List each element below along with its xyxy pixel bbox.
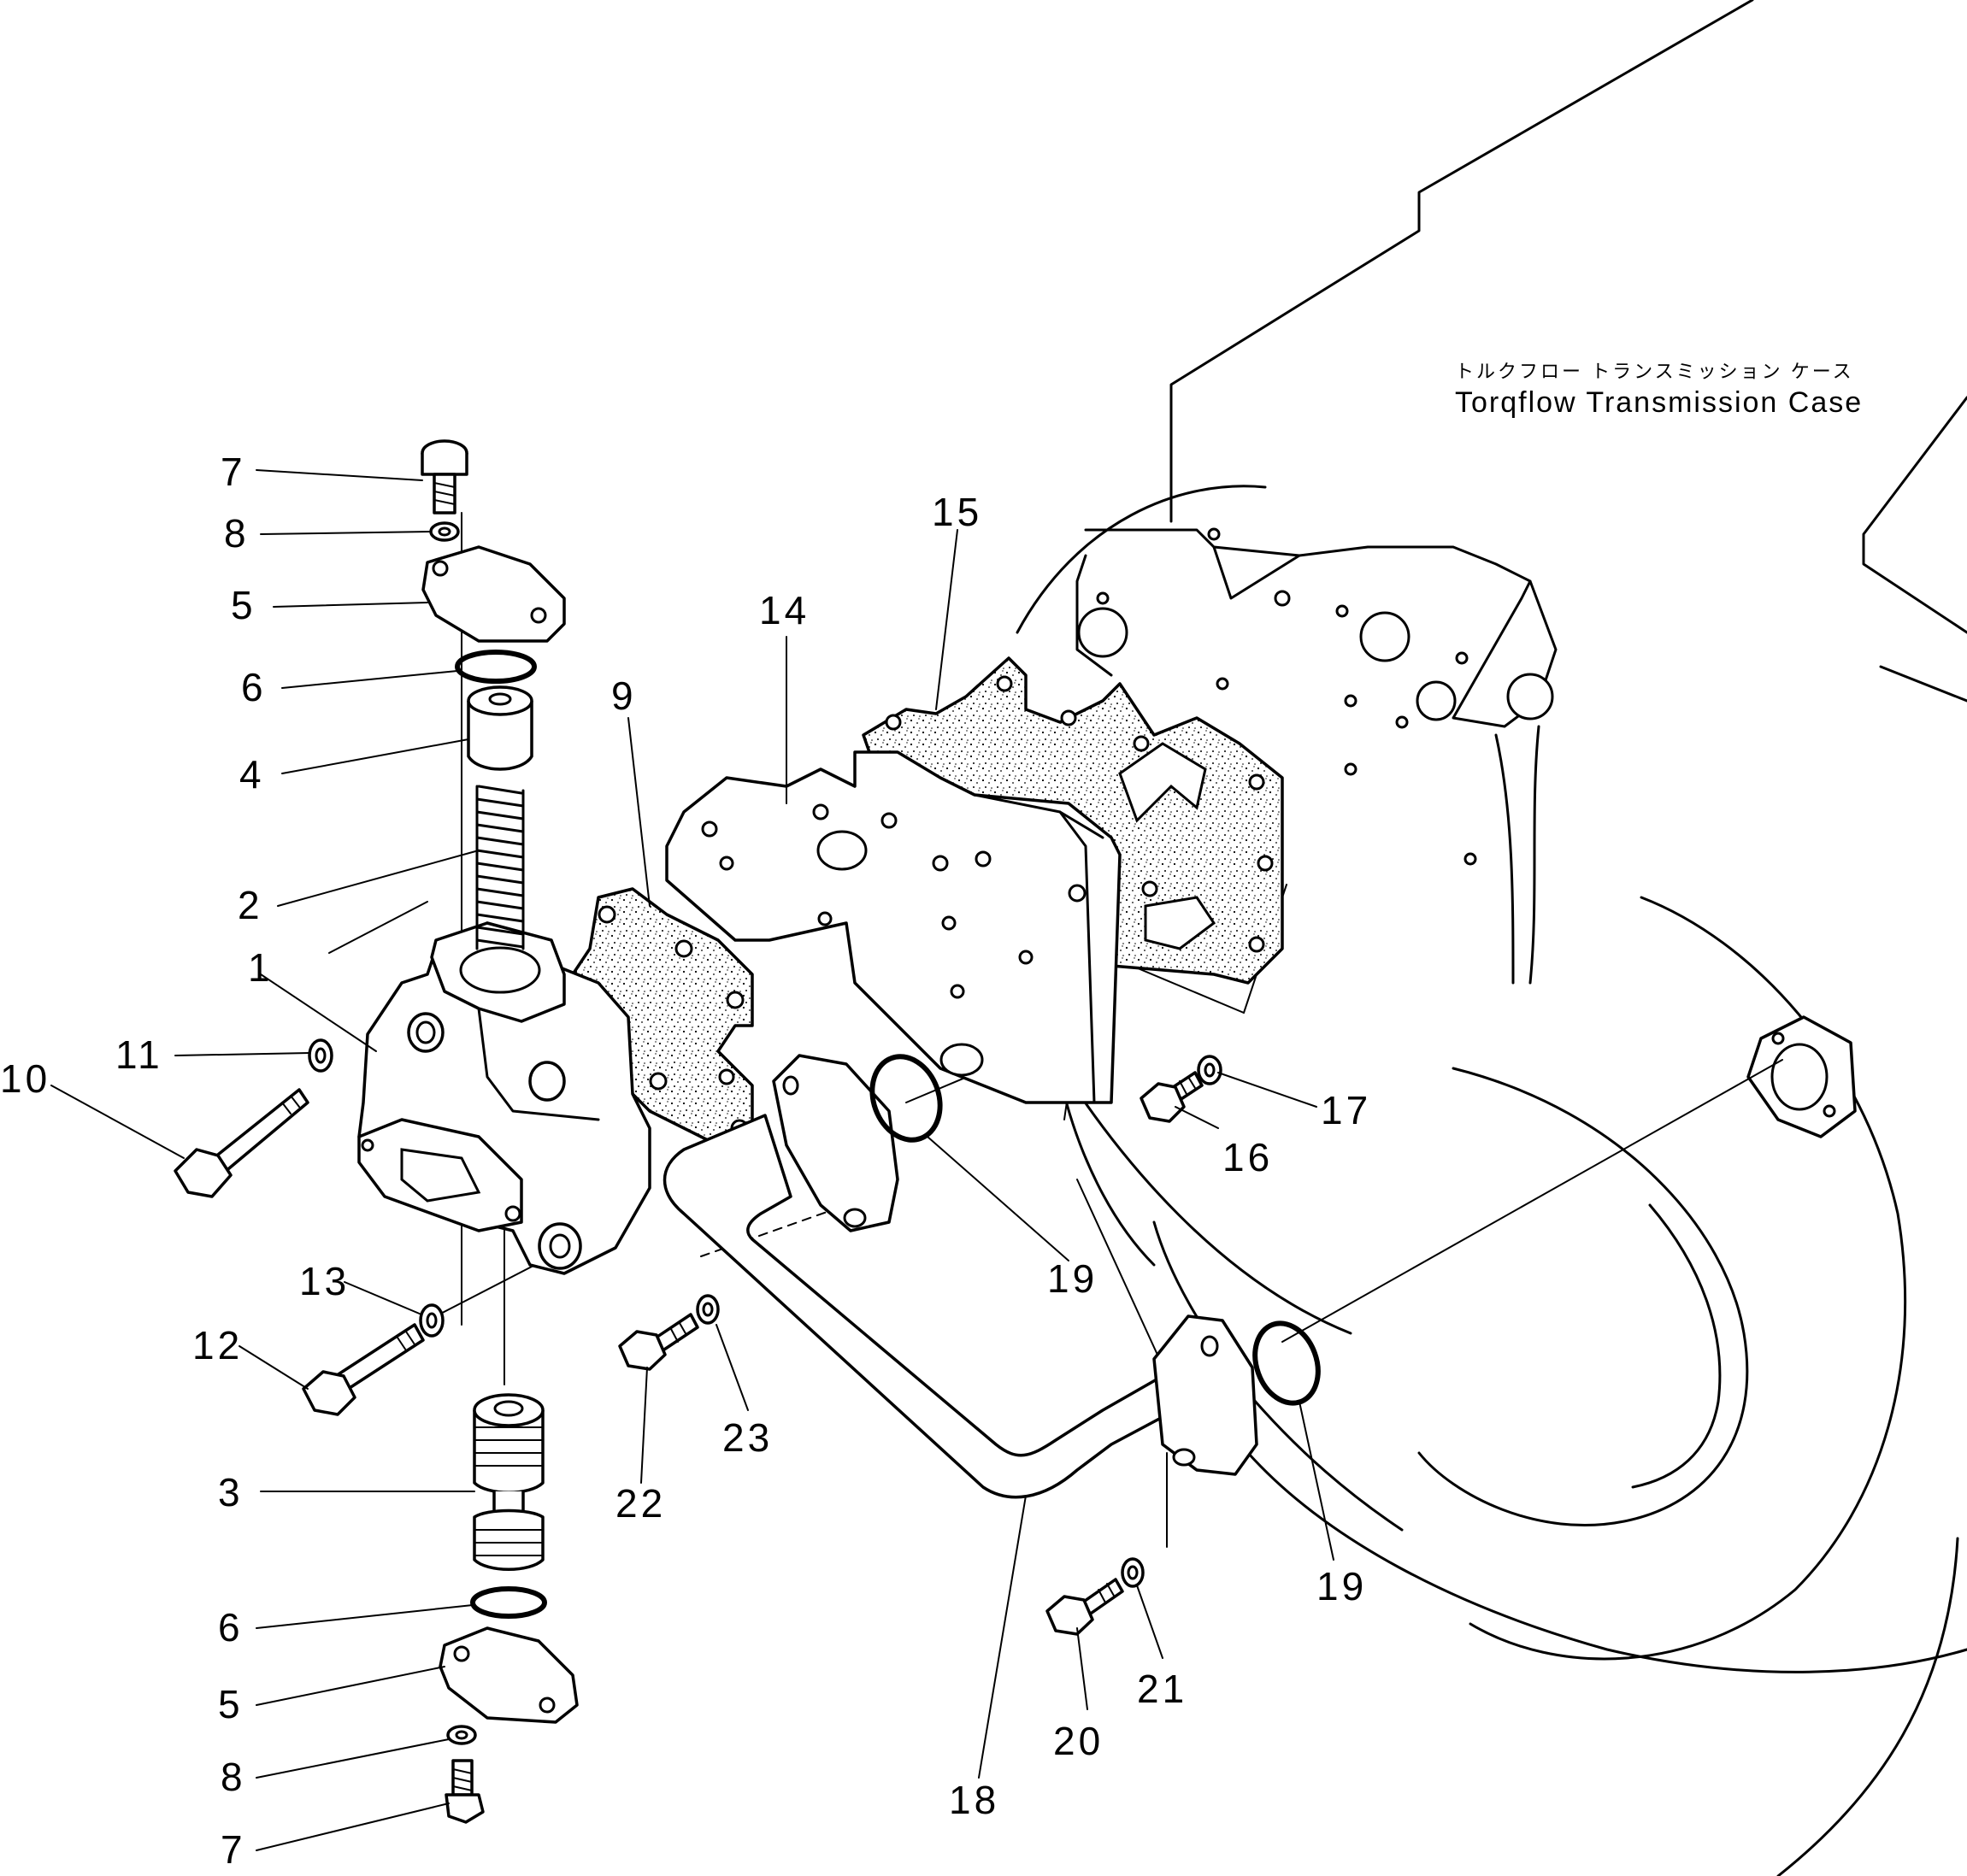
callout-11: 11 xyxy=(115,1032,163,1077)
caption-english: Torqflow Transmission Case xyxy=(1455,386,1863,419)
bottom-stack xyxy=(439,1393,579,1824)
callout-6-top: 6 xyxy=(241,665,267,709)
case-caption: トルクフロー トランスミッション ケース Torqflow Transmissi… xyxy=(1455,361,1863,419)
callout-9: 9 xyxy=(611,673,637,718)
callout-7-top: 7 xyxy=(221,450,246,494)
callout-10: 10 xyxy=(0,1056,50,1101)
pipe-18 xyxy=(663,1054,1258,1499)
callout-19-upper: 19 xyxy=(1047,1256,1098,1301)
callout-22: 22 xyxy=(615,1481,666,1526)
spring-2 xyxy=(475,785,525,950)
callout-5-bottom: 5 xyxy=(218,1682,244,1726)
callout-2: 2 xyxy=(238,883,263,927)
callout-16: 16 xyxy=(1222,1135,1273,1179)
side-bolts xyxy=(174,1038,445,1416)
callout-21: 21 xyxy=(1137,1667,1187,1711)
callout-leaders xyxy=(50,469,1334,1851)
callout-8-bottom: 8 xyxy=(221,1755,246,1799)
callout-1: 1 xyxy=(248,945,274,990)
callout-5-top: 5 xyxy=(231,583,256,627)
callout-17: 17 xyxy=(1321,1088,1371,1132)
callout-7-bottom: 7 xyxy=(221,1827,246,1872)
gasket-9 xyxy=(571,887,754,1156)
o-ring-19-lower xyxy=(1252,1320,1321,1406)
callout-3: 3 xyxy=(218,1470,244,1514)
callout-numbers: 7 8 5 6 4 2 1 11 10 13 12 3 6 5 8 7 9 14… xyxy=(0,450,1371,1872)
callout-12: 12 xyxy=(192,1323,243,1367)
callout-4: 4 xyxy=(239,752,265,797)
callout-20: 20 xyxy=(1053,1719,1104,1763)
callout-14: 14 xyxy=(759,588,810,632)
o-ring-19-upper xyxy=(869,1054,943,1143)
callout-23: 23 xyxy=(722,1415,773,1460)
spool-3 xyxy=(473,1393,545,1571)
small-bolts xyxy=(618,1055,1222,1636)
callout-13: 13 xyxy=(299,1259,350,1303)
plate-14 xyxy=(665,750,1122,1104)
callout-8-top: 8 xyxy=(224,511,250,556)
caption-japanese: トルクフロー トランスミッション ケース xyxy=(1455,361,1854,382)
top-stack xyxy=(421,439,566,950)
callout-15: 15 xyxy=(932,490,982,534)
callout-18: 18 xyxy=(949,1778,999,1822)
callout-6-bottom: 6 xyxy=(218,1605,244,1650)
callout-19-lower: 19 xyxy=(1316,1564,1367,1608)
valve-body-1 xyxy=(357,921,651,1275)
